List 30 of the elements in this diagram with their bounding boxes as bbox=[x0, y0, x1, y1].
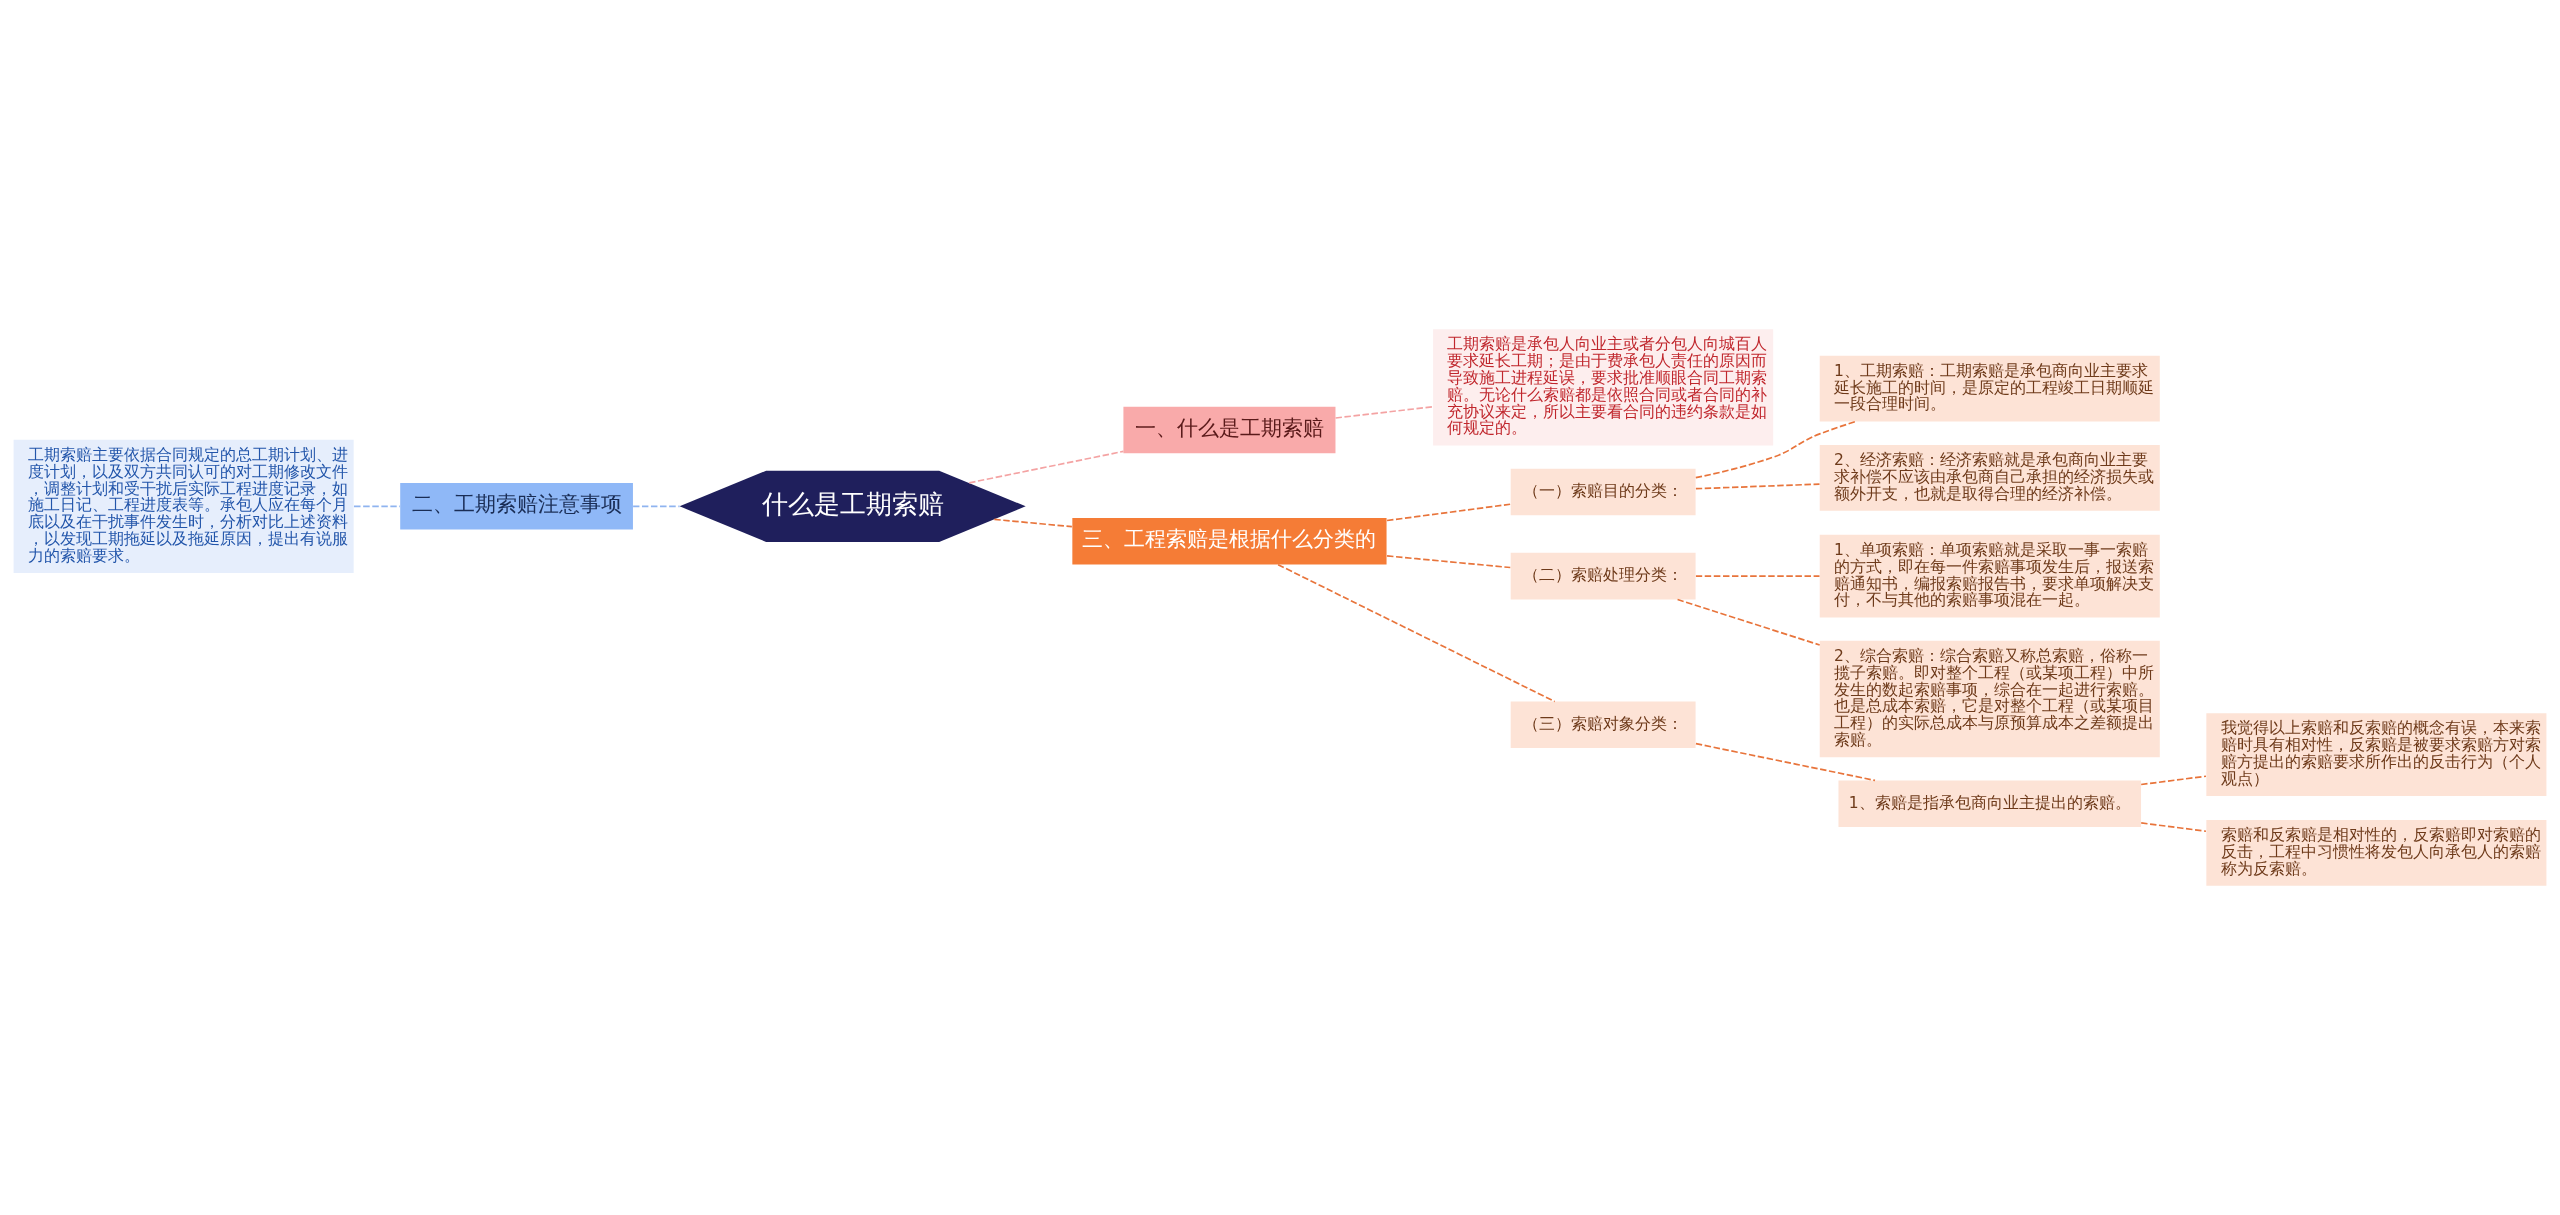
node-box: 1、工期索赔：工期索赔是承包商向业主要求延长施工的时间，是原定的工程竣工日期顺延一段合理时间。 bbox=[1819, 355, 2160, 422]
connector bbox=[1386, 503, 1512, 522]
node-box: 1、单项索赔：单项索赔就是采取一事一索赔的方式，即在每一件索赔事项发生后，报送索赔通知书，编报索赔报告书，要求单项解决支付，不与其他的索赔事项混在一起。 bbox=[1819, 534, 2160, 618]
connector bbox=[1334, 405, 1434, 419]
connector bbox=[1695, 575, 1821, 577]
connector bbox=[2140, 822, 2207, 833]
connector bbox=[1676, 598, 1821, 646]
node-box: 二、工期索赔注意事项 bbox=[400, 483, 633, 530]
node-box: 2、经济索赔：经济索赔就是承包商向业主要求补偿不应该由承包商自己承担的经济损失或额外开支，也就是取得合理的经济补偿。 bbox=[1819, 444, 2160, 511]
node-box: 我觉得以上索赔和反索赔的概念有误，本来索赔时具有相对性，反索赔是被要求索赔方对索赔方提出的索赔要求所作出的反击行为（个人观点） bbox=[2206, 713, 2547, 796]
node-box: 一、什么是工期索赔 bbox=[1123, 406, 1336, 454]
node-box: 工期索赔是承包人向业主或者分包人向城百人要求延长工期；是由于费承包人责任的原因而导致施工进程延误，要求批准顺眼合同工期索赔。无论什么索赔都是依照合同或者合同的补充协议来定，所以主要看合同的违约条款是如何规定的。 bbox=[1433, 329, 1774, 446]
connector bbox=[1277, 563, 1556, 703]
node-box: 2、综合索赔：综合索赔又称总索赔，俗称一揽子索赔。即对整个工程（或某项工程）中所发生的数起索赔事项，综合在一起进行索赔。也是总成本索赔，它是对整个工程（或某项目工程）的实际总成本与原预算成本之差额提出索赔。 bbox=[1819, 640, 2160, 758]
node-box: 工期索赔主要依据合同规定的总工期计划、进度计划，以及双方共同认可的对工期修改文件，调整计划和受干扰后实际工程进度记录，如施工日记、工程进度表等。承包人应在每个月底以及在干扰事件发生时，分析对比上述资料，以发现工期拖延以及拖延原因，提出有说服力的索赔要求。 bbox=[13, 439, 354, 573]
node-box: （二）索赔处理分类： bbox=[1510, 552, 1696, 600]
connector bbox=[968, 450, 1125, 484]
node-box: （三）索赔对象分类： bbox=[1510, 701, 1696, 749]
node-box: （一）索赔目的分类： bbox=[1510, 468, 1696, 516]
connector bbox=[1694, 420, 1856, 479]
connector bbox=[1695, 483, 1821, 490]
connector bbox=[353, 505, 401, 508]
node-box: 索赔和反索赔是相对性的，反索赔即对索赔的反击，工程中习惯性将发包人向承包人的索赔称为反索赔。 bbox=[2206, 819, 2547, 886]
node-box: 三、工程索赔是根据什么分类的 bbox=[1072, 517, 1387, 565]
connector bbox=[2140, 775, 2207, 786]
connector bbox=[632, 505, 681, 508]
node-box: 1、索赔是指承包商向业主提出的索赔。 bbox=[1838, 780, 2142, 827]
connector bbox=[1695, 742, 1876, 782]
connector bbox=[1386, 555, 1512, 569]
connector bbox=[993, 518, 1073, 528]
